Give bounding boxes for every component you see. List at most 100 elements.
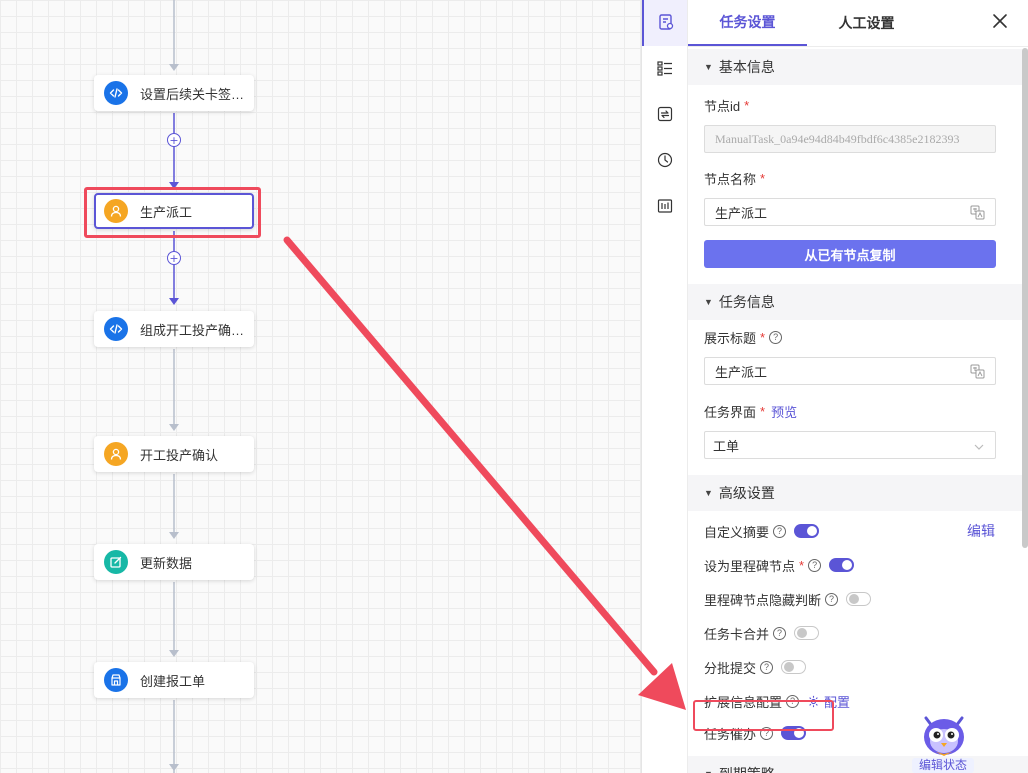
tab-task-settings[interactable]: 任务设置 (688, 0, 807, 46)
node-name-input[interactable]: 生产派工 (704, 198, 996, 226)
flow-node-selected[interactable]: 生产派工 (94, 193, 254, 229)
flow-edges: + + (167, 0, 181, 773)
node-name-label: 节点名称* (688, 168, 1028, 188)
side-icon-rail (641, 0, 688, 773)
mascot-assistant[interactable] (916, 710, 972, 773)
label-text: 节点id (704, 98, 741, 114)
caret-down-icon: ▼ (704, 62, 713, 72)
svg-text:+: + (169, 134, 178, 147)
row-label: 设为里程碑节点 (704, 558, 796, 574)
annotation-arrow-head (638, 663, 686, 710)
row-label: 任务卡合并 (704, 626, 770, 642)
rail-item-data[interactable] (642, 184, 688, 230)
section-title: 到期策略 (719, 764, 775, 773)
edge-5-6-arrow (169, 650, 179, 657)
custom-summary-row: 自定义摘要 ? 编辑 (688, 521, 1028, 541)
task-card-merge-toggle[interactable] (794, 626, 820, 640)
section-advanced[interactable]: ▼ 高级设置 (688, 475, 1028, 511)
preview-link[interactable]: 预览 (771, 404, 798, 420)
edge-bottom-arrow (169, 764, 179, 771)
flow-node[interactable]: 开工投产确认 (94, 436, 254, 472)
batch-submit-row: 分批提交 ? (688, 657, 1028, 677)
help-icon[interactable]: ? (769, 330, 783, 344)
edge-3-4-arrow (169, 424, 179, 431)
edge-2-3-arrow (169, 298, 179, 305)
display-title-input[interactable]: 生产派工 (704, 357, 996, 385)
task-ui-select[interactable]: 工单 (704, 431, 996, 459)
edit-icon (104, 550, 128, 574)
milestone-toggle[interactable] (829, 558, 855, 572)
config-link[interactable]: 配置 (824, 694, 851, 710)
row-label: 自定义摘要 (704, 524, 770, 540)
flow-node[interactable]: 更新数据 (94, 544, 254, 580)
flow-node[interactable]: 设置后续关卡签… (94, 75, 254, 111)
batch-submit-toggle[interactable] (781, 660, 807, 674)
flow-node[interactable]: 组成开工投产确… (94, 311, 254, 347)
help-icon[interactable]: ? (760, 726, 774, 740)
section-task-info[interactable]: ▼ 任务信息 (688, 284, 1028, 320)
caret-down-icon: ▼ (704, 488, 713, 498)
rail-item-history[interactable] (642, 138, 688, 184)
add-node-button-1[interactable]: + (167, 133, 181, 148)
required-mark: * (760, 403, 766, 419)
help-icon[interactable]: ? (773, 626, 787, 640)
close-icon[interactable] (992, 13, 1008, 32)
required-mark: * (760, 329, 766, 345)
caret-down-icon: ▼ (704, 769, 713, 773)
section-title: 基本信息 (718, 59, 775, 75)
help-icon[interactable]: ? (773, 524, 787, 538)
edit-link[interactable]: 编辑 (967, 523, 995, 539)
copy-from-node-button[interactable]: 从已有节点复制 (704, 240, 996, 268)
task-ui-label: 任务界面* 预览 (688, 401, 1028, 421)
required-mark: * (760, 170, 766, 186)
flow-node[interactable]: 创建报工单 (94, 662, 254, 698)
add-node-button-2[interactable]: + (167, 251, 181, 266)
milestone-row: 设为里程碑节点 * ? (688, 555, 1028, 575)
chevron-down-icon (973, 440, 985, 455)
section-title: 高级设置 (718, 485, 775, 501)
section-basic-info[interactable]: ▼ 基本信息 (688, 49, 1028, 85)
section-title: 任务信息 (718, 294, 775, 310)
help-icon[interactable]: ? (825, 592, 839, 606)
owl-icon (924, 716, 964, 756)
caret-down-icon: ▼ (704, 297, 713, 307)
required-mark: * (744, 97, 750, 113)
tab-manual-settings[interactable]: 人工设置 (838, 14, 895, 31)
edge-top-arrow (169, 64, 179, 71)
rail-item-flow[interactable] (642, 46, 688, 92)
row-label: 分批提交 (704, 660, 757, 676)
annotation-arrow-shaft (283, 236, 658, 676)
milestone-hide-row: 里程碑节点隐藏判断 ? (688, 589, 1028, 609)
milestone-hide-toggle[interactable] (846, 592, 872, 606)
node-name-value: 生产派工 (715, 205, 768, 221)
edge-4-5-arrow (169, 532, 179, 539)
panel-scrollbar[interactable] (1022, 48, 1028, 548)
code-icon (104, 81, 128, 105)
task-settings-icon (657, 13, 675, 34)
person-icon (104, 442, 128, 466)
custom-summary-toggle[interactable] (794, 524, 820, 538)
display-title-value: 生产派工 (715, 364, 768, 380)
label-text: 节点名称 (704, 171, 757, 187)
task-card-merge-row: 任务卡合并 ? (688, 623, 1028, 643)
flow-list-icon (656, 59, 674, 80)
translate-icon[interactable] (970, 364, 985, 382)
code-icon (104, 317, 128, 341)
node-id-label: 节点id* (688, 95, 1028, 115)
label-text: 任务界面 (704, 404, 757, 420)
required-mark: * (799, 557, 805, 573)
flow-canvas[interactable]: + + 设置后续关卡签… 生产派工 组成开工投产确… 开工投产确认 (0, 0, 641, 773)
sync-icon (656, 105, 674, 126)
help-icon[interactable]: ? (808, 558, 822, 572)
history-icon (656, 151, 674, 172)
translate-icon[interactable] (970, 205, 985, 223)
help-icon[interactable]: ? (760, 660, 774, 674)
row-label: 里程碑节点隐藏判断 (704, 592, 822, 608)
rail-item-sync[interactable] (642, 92, 688, 138)
display-title-label: 展示标题*? (688, 327, 1028, 347)
form-icon (104, 668, 128, 692)
svg-text:+: + (169, 252, 178, 265)
row-label: 扩展信息配置 (704, 694, 783, 710)
rail-item-task-settings[interactable] (642, 0, 688, 46)
